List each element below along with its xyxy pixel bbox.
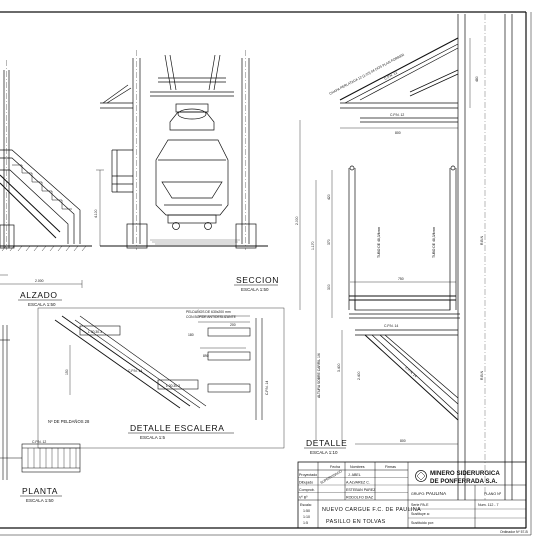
detalle-rbn-a: R.B.N	[480, 235, 484, 245]
tb-name-0: J. ABEL	[348, 473, 361, 477]
detalle-dim-2000: 2.000	[295, 216, 299, 225]
detalle-dim-1170: 1.170	[311, 241, 315, 250]
planta-scale: ESCALA 1:50	[26, 498, 54, 503]
detalle-cpn14-a: C.P.N. 14	[384, 324, 398, 328]
detalle-width-mid: 750	[398, 277, 404, 281]
seccion-scale: ESCALA 1:50	[241, 287, 269, 292]
detalle-escalera-scale: ESCALA 1:5	[140, 435, 166, 440]
tb-serie: Serie PA-E	[411, 503, 429, 507]
planta-cpn: C.P.N. 12	[32, 440, 46, 444]
tb-project-line1: NUEVO CARGUE F.C. DE PAULINA	[322, 507, 421, 513]
tb-header-fecha: Fecha	[330, 465, 340, 469]
tb-footer: Ordinador Nº 57-B	[500, 530, 529, 534]
seccion-ground-hatch	[150, 239, 240, 245]
tb-header-firmas: Firmas	[385, 465, 396, 469]
escalera-dim-c: 180	[188, 333, 194, 337]
alzado-title: ALZADO	[20, 290, 58, 300]
tb-sustituye: Sustituye a:	[411, 512, 430, 516]
tb-role-2: Comprob.	[299, 488, 315, 492]
escalera-cpn-side: C.P.N. 14	[265, 381, 269, 395]
escalera-dim-b: 890	[203, 354, 209, 358]
detalle-rbn-b: R.B.N	[480, 370, 484, 380]
tb-role-3: Vº Bº	[299, 496, 308, 500]
tb-header-nombres: Nombres	[350, 465, 365, 469]
tb-name-1: A.ALVAREZ C.	[346, 481, 370, 485]
alzado-view	[0, 60, 92, 288]
detalle-dim-2400: 2.400	[357, 371, 361, 380]
detalle-tubo-a: TUBO DE 48,3/4mm	[377, 227, 381, 258]
escalera-dim-d: 200	[230, 323, 236, 327]
detalle-escalera-title: DETALLE ESCALERA	[130, 423, 224, 433]
tb-plano-label: PLANO Nº	[484, 492, 502, 496]
planta-title: PLANTA	[22, 486, 58, 496]
title-block	[297, 461, 527, 529]
tb-escala-2: 1:5	[303, 521, 308, 525]
tb-sustituido: Sustituido por:	[411, 521, 434, 525]
detalle-dim-480: 480	[475, 76, 479, 82]
seccion-height-dim: 4.100	[94, 209, 98, 218]
tb-escala-label: Escala:	[300, 503, 312, 507]
escalera-cpn: C.P.N. 14	[128, 369, 142, 373]
tb-escala-1: 1:10	[303, 515, 310, 519]
tb-role-1: Dibujado	[299, 481, 313, 485]
escalera-l1: L 30.30.3	[88, 330, 102, 334]
tb-grupo-value: PAULINA	[426, 491, 447, 497]
detalle-dim-3400: 3.400	[337, 363, 341, 372]
tb-name-2: ESTEBAN PAREZ	[346, 488, 376, 492]
detalle-altura-label: ALTURA SOBRE CARRIL 1/4	[317, 353, 321, 398]
seccion-title: SECCION	[236, 275, 279, 285]
detalle-escalera-view	[37, 307, 285, 449]
detalle-dim-370: 370	[327, 239, 331, 245]
detalle-view	[299, 14, 513, 500]
escalera-peldanos-note: PELDAÑOS DE 630x200 mm	[186, 309, 231, 314]
escalera-dim-a: 150	[65, 369, 69, 375]
tb-escala-0: 1:50	[303, 509, 310, 513]
detalle-dim-300: 300	[327, 284, 331, 290]
planta-view	[0, 325, 81, 480]
tb-num: Num. 112 - 7	[478, 503, 499, 507]
escalera-l2: L 30.30.3	[166, 384, 180, 388]
alzado-scale: ESCALA 1:50	[28, 302, 56, 307]
seccion-view	[96, 50, 268, 250]
tb-name-3: RODOLFO DIAZ	[346, 496, 374, 500]
tb-grupo-label: GRUPO:	[411, 492, 425, 496]
tb-company-line1: MINERO SIDERURGICA	[430, 470, 500, 477]
detalle-width-bottom: 800	[400, 439, 406, 443]
peldanos-count: Nº DE PELDAÑOS 28	[48, 419, 90, 424]
escalera-borde-note: CON BORDE ANTIDESLIZANTE	[186, 315, 237, 319]
detalle-cpn12-a: C.P.N. 12	[384, 71, 399, 81]
tb-role-0: Proyectado	[299, 473, 317, 477]
detalle-width-top: 800	[395, 131, 401, 135]
alzado-width-dim: 2.000	[35, 279, 44, 283]
detalle-title: DETALLE	[306, 438, 347, 448]
tb-company-line2: DE PONFERRADA S.A.	[430, 478, 498, 485]
detalle-dim-420: 420	[327, 194, 331, 200]
detalle-tubo-b: TUBO DE 48,3/4mm	[432, 227, 436, 258]
tb-project-line2: PASILLO EN TOLVAS	[326, 519, 386, 525]
detalle-cpn12-b: C.P.N. 12	[390, 113, 404, 117]
detalle-scale: ESCALA 1:10	[310, 450, 338, 455]
